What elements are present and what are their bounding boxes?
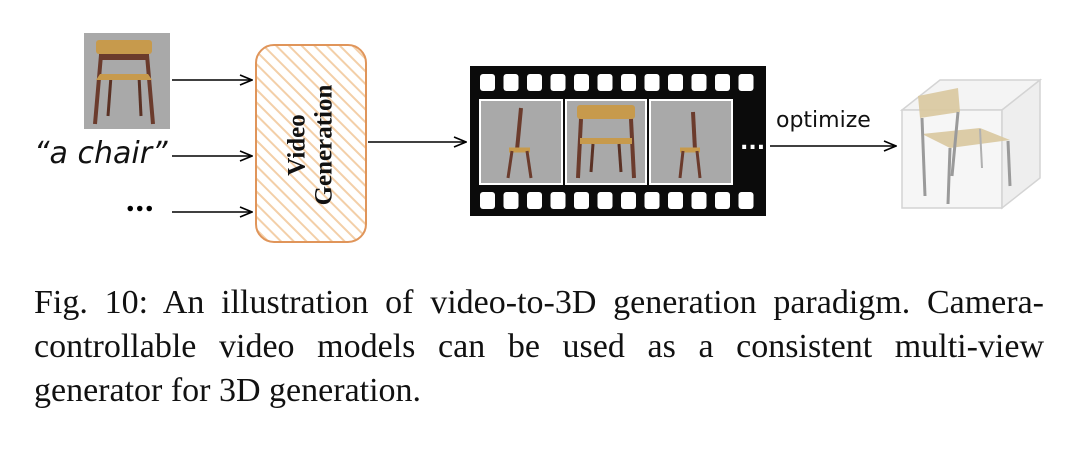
- film-sprocket-hole: [598, 74, 613, 91]
- input-chair-image: [84, 33, 170, 129]
- film-sprocket-hole: [645, 192, 660, 209]
- film-sprocket-hole: [621, 192, 636, 209]
- film-sprocket-hole: [551, 74, 566, 91]
- film-sprocket-hole: [504, 192, 519, 209]
- film-sprocket-hole: [551, 192, 566, 209]
- film-sprocket-hole: [504, 74, 519, 91]
- film-sprocket-hole: [668, 74, 683, 91]
- film-sprocket-hole: [480, 192, 495, 209]
- film-sprocket-hole: [692, 74, 707, 91]
- film-strip: [470, 66, 766, 216]
- film-sprocket-hole: [715, 192, 730, 209]
- film-sprocket-hole: [480, 74, 495, 91]
- film-frame-side-view: [480, 100, 562, 184]
- text-prompt-input: “a chair”: [34, 136, 168, 171]
- diagram-canvas: [0, 0, 1074, 260]
- film-sprocket-hole: [715, 74, 730, 91]
- film-sprocket-hole: [739, 192, 754, 209]
- film-sprocket-hole: [527, 192, 542, 209]
- film-frame-front-view: [566, 100, 646, 184]
- optimize-label: optimize: [776, 108, 871, 133]
- output-3d-chair: [902, 80, 1040, 208]
- video-to-3d-diagram: “a chair” ... Video Generation ... optim…: [0, 0, 1074, 260]
- film-sprocket-hole: [527, 74, 542, 91]
- film-sprocket-hole: [739, 74, 754, 91]
- more-inputs-ellipsis: ...: [126, 182, 155, 220]
- video-generation-box: [256, 45, 366, 242]
- film-sprocket-hole: [574, 192, 589, 209]
- figure-caption: Fig. 10: An illustration of video-to-3D …: [34, 281, 1044, 413]
- film-sprocket-hole: [598, 192, 613, 209]
- film-sprocket-hole: [621, 74, 636, 91]
- film-frame-side-view-2: [650, 100, 732, 184]
- film-sprocket-hole: [668, 192, 683, 209]
- film-sprocket-hole: [574, 74, 589, 91]
- film-sprocket-hole: [645, 74, 660, 91]
- more-frames-ellipsis: ...: [740, 130, 765, 155]
- film-sprocket-hole: [692, 192, 707, 209]
